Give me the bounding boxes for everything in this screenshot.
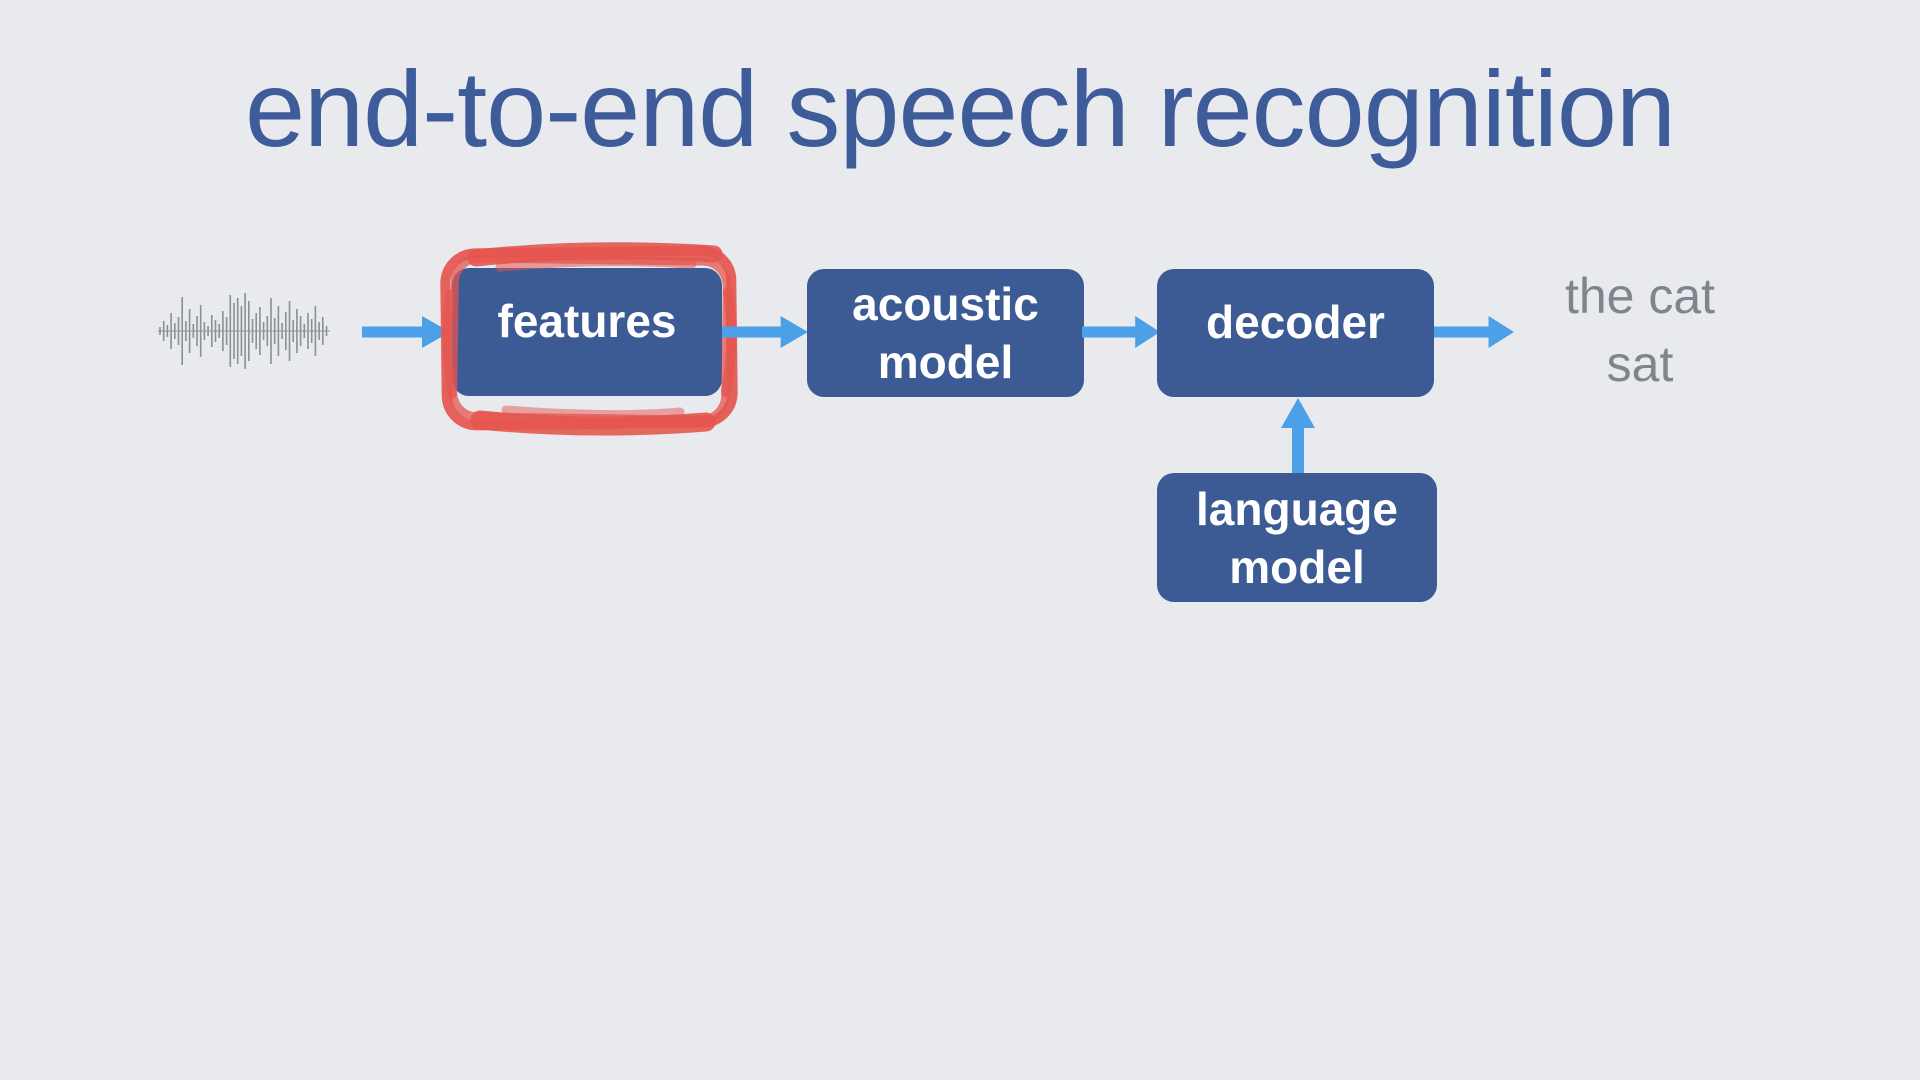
highlight-marker-frame-icon <box>440 242 738 436</box>
node-language-model: language model <box>1157 473 1437 602</box>
audio-waveform-icon <box>158 293 330 369</box>
slide-title: end-to-end speech recognition <box>244 48 1676 169</box>
node-features-label: features <box>497 295 677 347</box>
node-acoustic-model-line1: acoustic <box>852 278 1039 330</box>
node-acoustic-model: acoustic model <box>807 269 1084 397</box>
node-language-model-line1: language <box>1196 482 1398 535</box>
arrow-language-to-decoder-icon <box>1281 398 1315 475</box>
arrow-decoder-to-output-icon <box>1434 316 1514 348</box>
node-decoder: decoder <box>1157 269 1434 397</box>
output-transcript-line2: sat <box>1606 336 1674 392</box>
node-acoustic-model-line2: model <box>877 336 1014 388</box>
node-decoder-label: decoder <box>1206 296 1385 348</box>
node-features: features <box>452 268 722 396</box>
node-language-model-line2: model <box>1229 540 1365 593</box>
arrow-features-to-acoustic-icon <box>722 316 808 348</box>
arrow-input-to-features-icon <box>362 316 450 348</box>
output-transcript: the cat sat <box>1540 262 1740 398</box>
output-transcript-line1: the cat <box>1564 268 1716 324</box>
arrow-acoustic-to-decoder-icon <box>1082 316 1160 348</box>
